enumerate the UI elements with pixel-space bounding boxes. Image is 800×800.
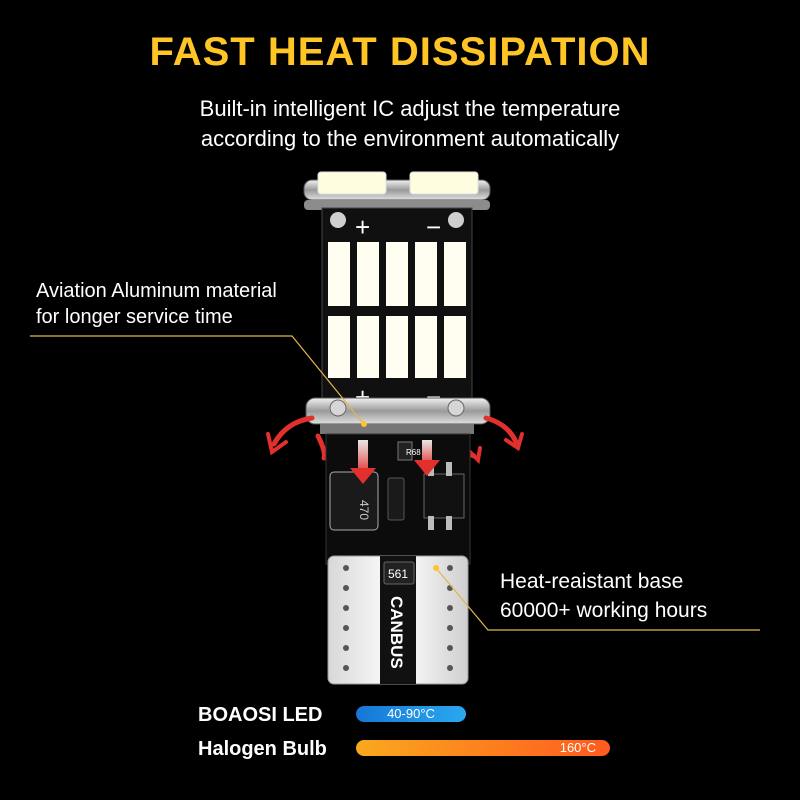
top-led-cap bbox=[303, 171, 491, 210]
aluminum-callout-line-1: Aviation Aluminum material bbox=[36, 280, 277, 302]
base-callout-line-1: Heat-reaistant base bbox=[500, 570, 684, 593]
halogen-temp-value: 160°C bbox=[559, 740, 596, 755]
aluminum-callout: Aviation Aluminum material for longer se… bbox=[36, 278, 277, 330]
subtitle-line-2: according to the environment automatical… bbox=[200, 126, 620, 151]
resistor-label: R68 bbox=[406, 448, 421, 457]
halogen-label: Halogen Bulb bbox=[198, 738, 327, 760]
callout-lines bbox=[30, 335, 760, 631]
base-callout: Heat-reaistant base 60000+ working hours bbox=[500, 567, 707, 625]
subtitle: Built-in intelligent IC adjust the tempe… bbox=[140, 94, 680, 154]
driver-board: R68 470 bbox=[325, 433, 471, 565]
led-temp-bar: 40-90°C bbox=[356, 706, 466, 722]
brand-label: CANBUS bbox=[387, 596, 406, 669]
halogen-temp-bar: 160°C bbox=[356, 740, 610, 756]
page-title: FAST HEAT DISSIPATION bbox=[149, 30, 651, 74]
heatsink-flange bbox=[305, 397, 491, 434]
led-board: + − + − bbox=[321, 207, 473, 412]
led-chip-row-top bbox=[328, 242, 466, 306]
component-label: 561 bbox=[388, 567, 408, 581]
plus-sign-top: + bbox=[355, 212, 370, 242]
chip-label: 470 bbox=[357, 500, 371, 520]
minus-sign-top: − bbox=[426, 212, 441, 242]
aluminum-callout-line-2: for longer service time bbox=[36, 306, 233, 328]
subtitle-line-1: Built-in intelligent IC adjust the tempe… bbox=[199, 96, 621, 121]
base-callout-line-2: 60000+ working hours bbox=[500, 599, 708, 622]
led-label: BOAOSI LED bbox=[198, 704, 323, 726]
led-chip-row-bottom bbox=[328, 316, 466, 378]
bulb-base: 561 CANBUS bbox=[327, 555, 469, 685]
